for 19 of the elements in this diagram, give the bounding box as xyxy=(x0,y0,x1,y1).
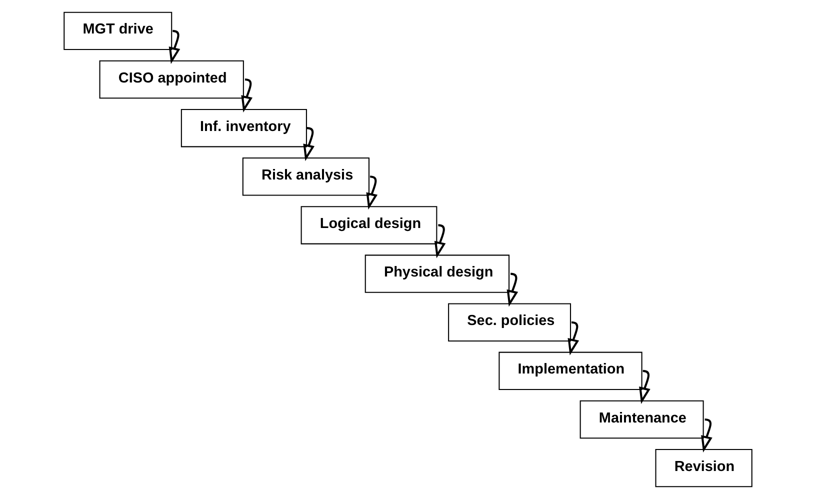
node-box: Risk analysis xyxy=(242,158,369,196)
arrow xyxy=(506,272,518,307)
node-box: MGT drive xyxy=(63,12,172,50)
node-box: Inf. inventory xyxy=(180,108,306,148)
arrow xyxy=(168,30,180,64)
node-box: CISO appointed xyxy=(98,60,244,99)
node-box: Sec. policies xyxy=(448,303,571,342)
node-box: Implementation xyxy=(498,352,642,390)
arrow xyxy=(366,176,378,210)
node-box: Logical design xyxy=(300,206,437,244)
arrow xyxy=(302,127,314,162)
arrow xyxy=(638,370,650,404)
node-box: Physical design xyxy=(364,254,510,293)
arrow xyxy=(567,321,579,356)
node-box: Maintenance xyxy=(579,400,704,439)
arrow xyxy=(434,224,446,258)
arrow xyxy=(240,78,252,113)
node-box: Revision xyxy=(654,448,752,488)
arrow xyxy=(700,418,712,453)
